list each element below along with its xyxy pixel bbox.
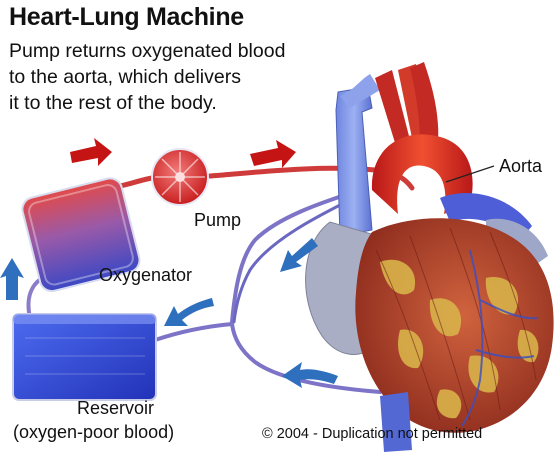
diagram-title: Heart-Lung Machine	[9, 3, 244, 32]
arrow-up-left	[0, 258, 24, 300]
pump-device	[152, 149, 208, 205]
caption-line-1: Pump returns oxygenated blood	[9, 38, 285, 64]
copyright-notice: © 2004 - Duplication not permitted	[262, 426, 482, 442]
label-oxygenator: Oxygenator	[99, 265, 192, 286]
tube-junction-to-reservoir	[155, 324, 232, 340]
reservoir-device	[13, 314, 156, 400]
aorta-vessel	[372, 62, 473, 214]
arrow-to-reservoir	[164, 298, 214, 326]
arrow-to-aorta	[250, 140, 296, 168]
superior-vena-cava	[336, 86, 372, 236]
label-reservoir: Reservoir	[77, 398, 154, 419]
label-reservoir-note: (oxygen-poor blood)	[13, 422, 174, 443]
label-aorta: Aorta	[499, 156, 542, 177]
label-pump: Pump	[194, 210, 241, 231]
caption-line-2: to the aorta, which delivers	[9, 64, 241, 90]
caption-line-3: it to the rest of the body.	[9, 90, 217, 116]
inferior-vena-cava	[380, 392, 412, 452]
arrow-to-pump	[70, 138, 112, 166]
